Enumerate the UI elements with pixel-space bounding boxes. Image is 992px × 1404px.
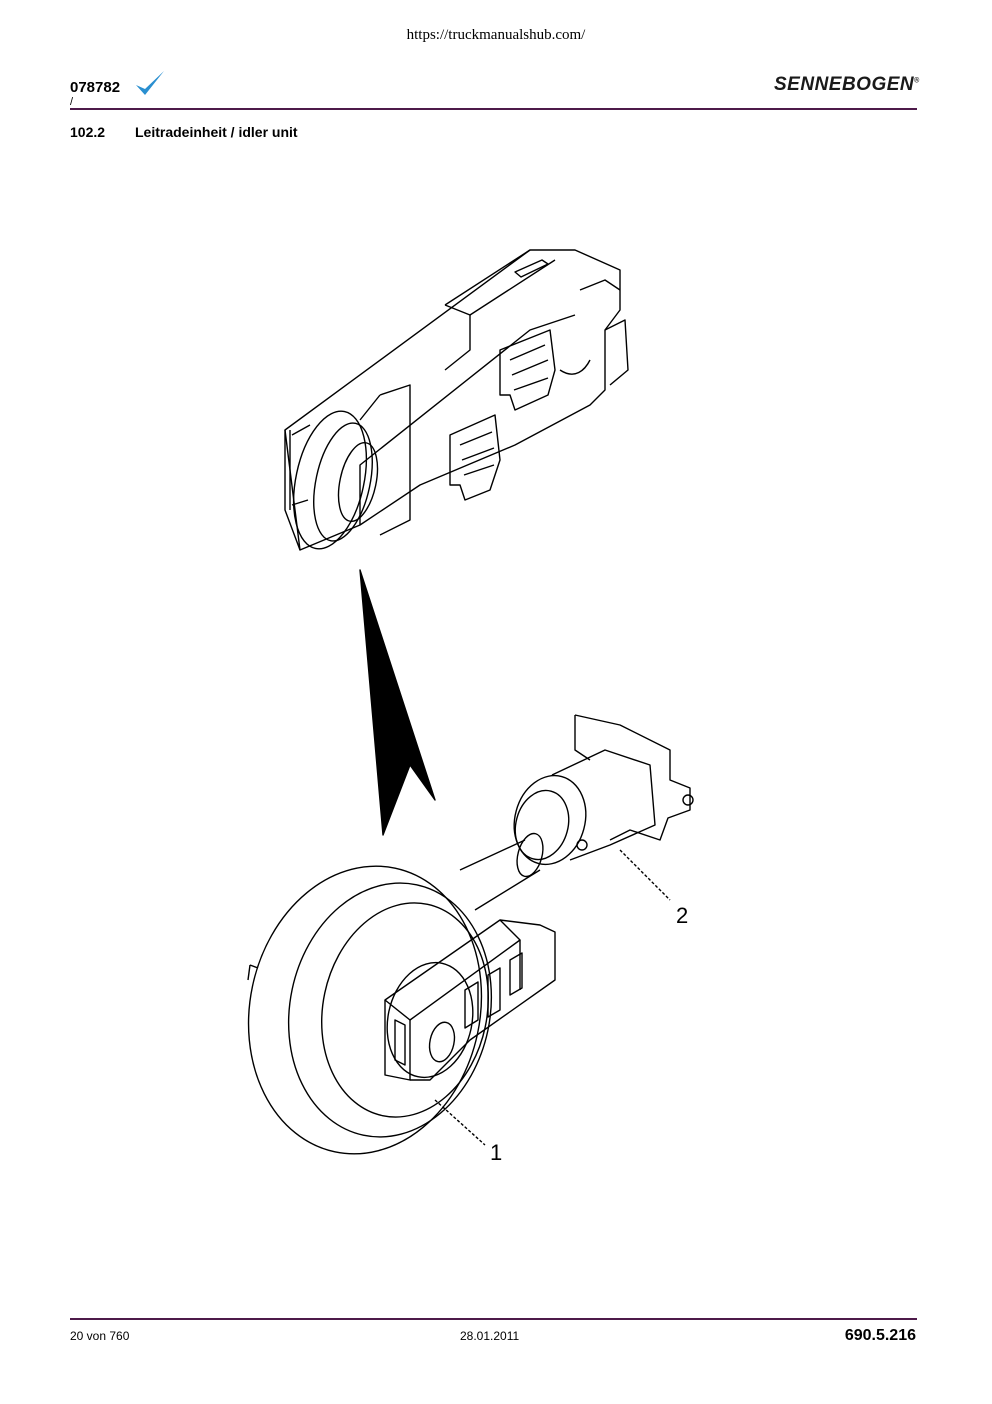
direction-arrow	[359, 569, 436, 836]
callout-1: 1	[490, 1140, 503, 1165]
idler-unit-drawing	[247, 249, 694, 1155]
page-number: 20 von 760	[70, 1329, 130, 1343]
footer-rule	[70, 1318, 917, 1320]
document-number: 078782	[70, 79, 121, 96]
section-number: 102.2	[70, 124, 106, 140]
logo-text: SENNEBOGEN	[774, 74, 915, 95]
section-heading: 102.2 Leitradeinheit / idler unit	[70, 124, 298, 140]
callout-2: 2	[676, 903, 689, 928]
track-frame-drawing	[284, 249, 629, 551]
callout-1-leader	[434, 1099, 486, 1146]
header-slash: /	[70, 96, 74, 108]
section-title: Leitradeinheit / idler unit	[135, 124, 298, 140]
callout-2-leader	[619, 849, 671, 901]
source-url[interactable]: https://truckmanualshub.com/	[406, 27, 586, 43]
idler-cylinder-drawing	[247, 714, 694, 1155]
header-rule	[70, 108, 917, 110]
check-icon	[136, 71, 164, 95]
document-date: 28.01.2011	[460, 1329, 520, 1343]
document-reference: 690.5.216	[844, 1327, 916, 1344]
sennebogen-logo: SENNEBOGEN®	[774, 74, 920, 95]
